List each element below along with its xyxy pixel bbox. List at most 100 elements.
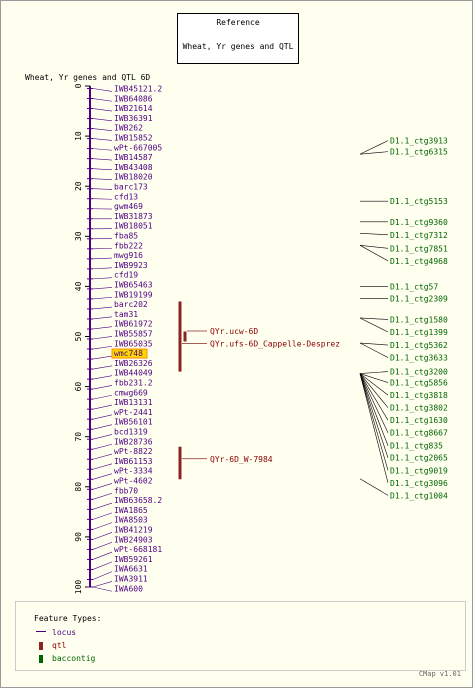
locus-label[interactable]: IWB26326 [114,359,153,368]
locus-label[interactable]: IWA600 [114,584,143,593]
locus-label[interactable]: cfd19 [114,271,138,280]
contig-label[interactable]: D1.1_ctg4968 [390,257,448,266]
locus-label[interactable]: wmc748 [114,349,143,358]
locus-label[interactable]: barc202 [114,300,148,309]
locus-label[interactable]: wPt-3334 [114,467,153,476]
contig-label[interactable]: D1.1_ctg9019 [390,466,448,475]
locus-label[interactable]: wPt-4602 [114,476,153,485]
locus-label[interactable]: IWB41219 [114,525,153,534]
contig-label[interactable]: D1.1_ctg8667 [390,429,448,438]
locus-label[interactable]: IWB65463 [114,280,153,289]
locus-label[interactable]: bcd1319 [114,427,148,436]
locus-label[interactable]: IWB24903 [114,535,153,544]
contig-label[interactable]: D1.1_ctg1580 [390,315,448,324]
locus-label[interactable]: IWB61153 [114,457,153,466]
locus-label[interactable]: IWB18020 [114,173,153,182]
locus-leader-line [92,581,113,588]
locus-label[interactable]: gwm469 [114,202,143,211]
locus-label[interactable]: tam31 [114,310,138,319]
locus-label[interactable]: fba85 [114,231,138,240]
contig-label[interactable]: D1.1_ctg1004 [390,491,448,500]
contig-label[interactable]: D1.1_ctg2309 [390,294,448,303]
locus-label[interactable]: wPt-667005 [114,143,162,152]
contig-leader-line [359,245,389,262]
contig-label[interactable]: D1.1_ctg57 [390,282,438,291]
contig-label[interactable]: D1.1_ctg1630 [390,416,448,425]
qtl-bar[interactable] [178,446,182,480]
locus-label[interactable]: fbb222 [114,241,143,250]
contig-label[interactable]: D1.1_ctg5153 [390,197,448,206]
locus-label[interactable]: IWB56101 [114,418,153,427]
locus-label[interactable]: IWB64086 [114,94,153,103]
contig-leader-line [359,373,389,408]
qtl-bar[interactable] [183,331,187,342]
locus-label[interactable]: IWB14587 [114,153,153,162]
locus-label[interactable]: IWB63658.2 [114,496,162,505]
locus-label[interactable]: IWB15852 [114,133,153,142]
locus-label[interactable]: IWB65035 [114,339,153,348]
reference-box[interactable]: Reference Wheat, Yr genes and QTL [177,13,299,64]
locus-label[interactable]: IWB13131 [114,398,153,407]
legend-item-qtl: qtl [36,641,66,650]
contig-label[interactable]: D1.1_ctg1399 [390,328,448,337]
locus-label[interactable]: IWB55857 [114,329,153,338]
contig-label[interactable]: D1.1_ctg7851 [390,244,448,253]
locus-label[interactable]: wPt-8822 [114,447,153,456]
locus-label[interactable]: wPt-2441 [114,408,153,417]
locus-label[interactable]: IWA8503 [114,516,148,525]
locus-label[interactable]: IWB31873 [114,212,153,221]
legend-item-baccontig: baccontig [36,654,95,663]
locus-label[interactable]: wPt-668181 [114,545,162,554]
locus-leader-line [92,365,113,370]
locus-label[interactable]: cmwg669 [114,388,148,397]
locus-label[interactable]: fbb231.2 [114,378,153,387]
contig-label[interactable]: D1.1_ctg5856 [390,379,448,388]
qtl-label[interactable]: QYr.ucw-6D [210,327,258,336]
contig-label[interactable]: D1.1_ctg6315 [390,148,448,157]
locus-label[interactable]: fbb70 [114,486,138,495]
locus-leader-line [92,326,113,330]
contig-leader-line [359,317,389,320]
locus-label[interactable]: IWA1865 [114,506,148,515]
qtl-label[interactable]: QYr-6D_W-7984 [210,455,273,464]
locus-label[interactable]: IWB61972 [114,320,153,329]
qtl-label[interactable]: QYr.ufs-6D_Cappelle-Desprez [210,340,340,349]
legend-label-qtl: qtl [52,641,67,650]
contig-label[interactable]: D1.1_ctg5362 [390,341,448,350]
contig-leader-line [359,233,389,236]
contig-label[interactable]: D1.1_ctg3096 [390,479,448,488]
locus-label[interactable]: IWB21614 [114,104,153,113]
contig-label[interactable]: D1.1_ctg2065 [390,454,448,463]
locus-leader-line [92,385,113,390]
locus-label[interactable]: IWB59261 [114,555,153,564]
locus-label[interactable]: IWB45121.2 [114,84,162,93]
locus-label[interactable]: mwg916 [114,251,143,260]
locus-leader-line [92,473,113,480]
locus-label[interactable]: IWB9923 [114,261,148,270]
locus-leader-line [92,88,113,92]
locus-label[interactable]: barc173 [114,182,148,191]
locus-label[interactable]: IWA3911 [114,574,148,583]
locus-label[interactable]: IWB44049 [114,369,153,378]
contig-label[interactable]: D1.1_ctg3913 [390,137,448,146]
contig-label[interactable]: D1.1_ctg3633 [390,354,448,363]
contig-label[interactable]: D1.1_ctg9360 [390,218,448,227]
locus-label[interactable]: IWA6631 [114,565,148,574]
locus-leader-line [92,424,113,430]
locus-label[interactable]: IWB18051 [114,222,153,231]
locus-label[interactable]: IWB43408 [114,163,153,172]
map-title: Wheat, Yr genes and QTL 6D [25,73,151,82]
contig-label[interactable]: D1.1_ctg3200 [390,368,448,377]
locus-label[interactable]: IWB36391 [114,114,153,123]
contig-label[interactable]: D1.1_ctg3802 [390,404,448,413]
locus-label[interactable]: IWB28736 [114,437,153,446]
qtl-bar[interactable] [178,301,182,372]
contig-label[interactable]: D1.1_ctg3818 [390,391,448,400]
contig-label[interactable]: D1.1_ctg7312 [390,231,448,240]
locus-label[interactable]: IWB262 [114,124,143,133]
locus-label[interactable]: IWB19199 [114,290,153,299]
contig-label[interactable]: D1.1_ctg835 [390,442,443,451]
axis-tick-label: 10 [74,131,83,141]
locus-label[interactable]: cfd13 [114,192,138,201]
locus-leader-line [92,394,113,400]
